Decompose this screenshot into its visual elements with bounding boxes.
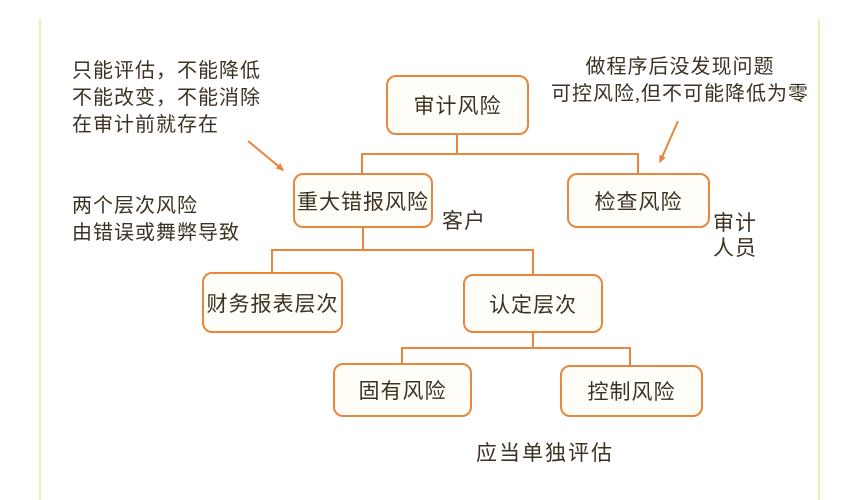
node-material-misstatement-risk: 重大错报风险 bbox=[293, 173, 433, 228]
annotation-line: 由错误或舞弊导致 bbox=[72, 222, 240, 244]
arrow-to-material-misstatement bbox=[247, 140, 285, 171]
node-audit-risk: 审计风险 bbox=[386, 75, 529, 135]
annotation-assess-separately: 应当单独评估 bbox=[476, 441, 614, 465]
annotation-line: 可控风险,但不可能降低为零 bbox=[551, 83, 809, 105]
node-material-misstatement-risk-label: 重大错报风险 bbox=[297, 189, 429, 214]
node-financial-statement-level: 财务报表层次 bbox=[202, 272, 343, 333]
label-client: 客户 bbox=[442, 209, 486, 233]
annotation-line: 两个层次风险 bbox=[72, 195, 198, 217]
node-control-risk: 控制风险 bbox=[560, 365, 703, 417]
node-inherent-risk-label: 固有风险 bbox=[358, 379, 447, 403]
connector-tier1 bbox=[361, 135, 639, 174]
annotation-line: 在审计前就存在 bbox=[72, 114, 219, 136]
right-margin-line bbox=[818, 19, 820, 500]
annotation-line: 不能改变，不能消除 bbox=[72, 87, 261, 109]
node-control-risk-label: 控制风险 bbox=[587, 380, 676, 404]
label-auditor-line: 审计 bbox=[713, 211, 757, 235]
annotation-detection-risk-properties: 做程序后没发现问题 可控风险,但不可能降低为零 bbox=[538, 54, 822, 108]
node-detection-risk: 检查风险 bbox=[567, 173, 710, 228]
node-assertion-level-label: 认定层次 bbox=[489, 292, 577, 317]
arrow-to-detection-risk bbox=[659, 120, 679, 164]
connector-tier3 bbox=[401, 333, 631, 365]
annotation-line: 只能评估，不能降低 bbox=[72, 60, 261, 82]
node-detection-risk-label: 检查风险 bbox=[594, 189, 683, 214]
node-inherent-risk: 固有风险 bbox=[333, 363, 472, 417]
left-margin-line bbox=[39, 19, 41, 500]
node-financial-statement-level-label: 财务报表层次 bbox=[206, 291, 339, 316]
label-auditor-line: 人员 bbox=[713, 236, 757, 260]
node-audit-risk-label: 审计风险 bbox=[413, 94, 502, 118]
connector-tier2 bbox=[271, 228, 534, 274]
annotation-line: 做程序后没发现问题 bbox=[585, 56, 775, 78]
annotation-audit-risk-properties: 只能评估，不能降低 不能改变，不能消除 在审计前就存在 bbox=[72, 58, 261, 139]
node-assertion-level: 认定层次 bbox=[463, 274, 603, 333]
label-auditor: 审计 人员 bbox=[713, 211, 757, 261]
annotation-two-levels: 两个层次风险 由错误或舞弊导致 bbox=[72, 193, 240, 247]
